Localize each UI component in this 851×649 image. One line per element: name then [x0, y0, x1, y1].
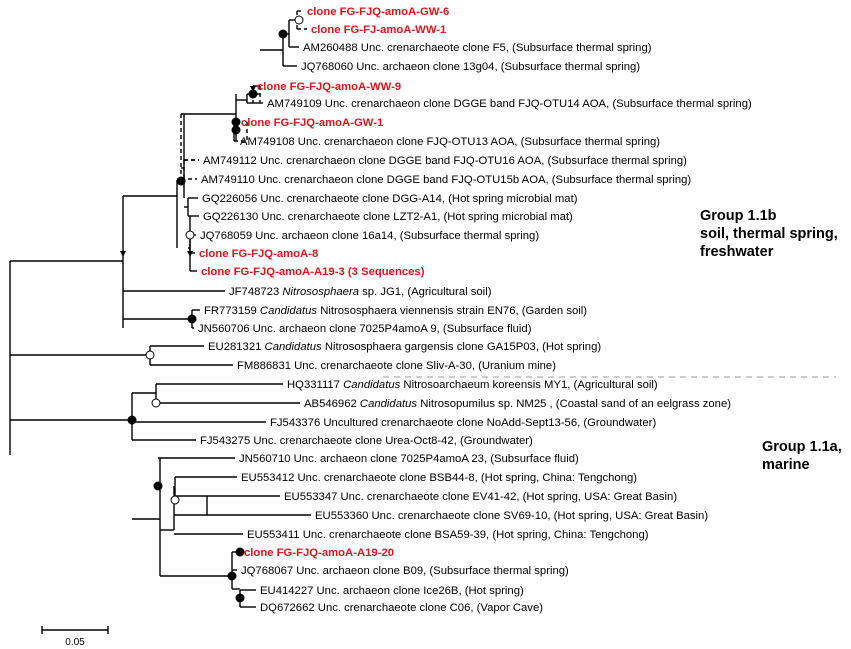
- tree-nodes: [120, 15, 304, 603]
- leaf-label: JQ768060 Unc. archaeon clone 13g04, (Sub…: [301, 61, 640, 73]
- leaf-label: FJ543275 Unc. crenarchaeote clone Urea-O…: [200, 435, 533, 447]
- bootstrap-node-filled: [235, 547, 245, 557]
- leaf-label: AM260488 Unc. crenarchaeote clone F5, (S…: [303, 42, 652, 54]
- leaf-label: FM886831 Unc. crenarchaeote clone Sliv-A…: [237, 360, 556, 372]
- leaf-label: EU553360 Unc. crenarchaeote clone SV69-1…: [315, 510, 708, 522]
- node-marker: [129, 420, 135, 426]
- leaf-label: AM749109 Unc. crenarchaeon clone DGGE ba…: [267, 98, 752, 110]
- bootstrap-node-open: [294, 15, 304, 25]
- leaf-label: FR773159 Candidatus Nitrososphaera vienn…: [204, 305, 587, 317]
- leaf-label: DQ672662 Unc. crenarchaeote clone C06, (…: [260, 602, 543, 614]
- leaf-label: AM749108 Unc. crenarchaeon clone FJQ-OTU…: [240, 136, 660, 148]
- group-1-1b-line-1: Group 1.1b: [700, 208, 777, 224]
- bootstrap-node-open: [185, 230, 195, 240]
- group-1-1a-label: Group 1.1a, marine: [762, 439, 842, 473]
- leaf-label: AM749110 Unc. crenarchaeon clone DGGE ba…: [201, 174, 691, 186]
- bootstrap-node-filled: [231, 117, 241, 127]
- scale-bar: 0.05: [41, 626, 109, 648]
- leaf-label: AB546962 Candidatus Nitrosopumilus sp. N…: [304, 398, 731, 410]
- leaf-labels: clone FG-FJQ-amoA-GW-6 clone FG-FJ-amoA-W…: [198, 6, 752, 614]
- leaf-label-study-clone: clone FG-FJQ-amoA-GW-1: [241, 117, 383, 129]
- leaf-label-study-clone: clone FG-FJQ-amoA-WW-9: [257, 81, 401, 93]
- leaf-label: JF748723 Nitrososphaera sp. JG1, (Agricu…: [229, 286, 492, 298]
- bootstrap-node-filled: [187, 314, 197, 324]
- bootstrap-node-filled: [227, 571, 237, 581]
- bootstrap-node-filled: [153, 481, 163, 491]
- leaf-label: JQ768067 Unc. archaeon clone B09, (Subsu…: [241, 565, 569, 577]
- bootstrap-node-open: [151, 398, 161, 408]
- bootstrap-node-filled: [235, 593, 245, 603]
- leaf-label: EU281321 Candidatus Nitrososphaera garge…: [208, 341, 601, 353]
- leaf-label: AM749112 Unc. crenarchaeon clone DGGE ba…: [203, 155, 687, 167]
- node-marker: [120, 251, 126, 257]
- leaf-label-study-clone: clone FG-FJQ-amoA-GW-6: [307, 6, 449, 18]
- bootstrap-node-open: [145, 350, 155, 360]
- leaf-label: GQ226056 Unc. crenarchaeote clone DGG-A1…: [202, 193, 578, 205]
- leaf-label: EU553347 Unc. crenarchaeote clone EV41-4…: [284, 491, 677, 503]
- leaf-label: FJ543376 Uncultured crenarchaeote clone …: [270, 417, 656, 429]
- group-1-1b-line-2: soil, thermal spring,: [700, 226, 838, 242]
- leaf-label: HQ331117 Candidatus Nitrosoarchaeum kore…: [287, 379, 658, 391]
- bootstrap-node-filled: [231, 125, 241, 135]
- bootstrap-node-filled: [176, 176, 186, 186]
- leaf-label: JQ768059 Unc. archaeon clone 16a14, (Sub…: [200, 230, 539, 242]
- bootstrap-node-open: [170, 495, 180, 505]
- group-1-1a-line-2: marine: [762, 457, 810, 473]
- leaf-label-study-clone: clone FG-FJQ-amoA-8: [199, 248, 318, 260]
- node-marker: [250, 86, 256, 92]
- leaf-label-study-clone: clone FG-FJQ-amoA-A19-20: [244, 547, 394, 559]
- scale-bar-label: 0.05: [65, 637, 85, 648]
- leaf-label: EU414227 Unc. archaeon clone Ice26B, (Ho…: [260, 585, 524, 597]
- leaf-label: GQ226130 Unc. crenarchaeote clone LZT2-A…: [203, 211, 573, 223]
- leaf-label: JN560710 Unc. archaeon clone 7025P4amoA …: [239, 453, 579, 465]
- leaf-label: JN560706 Unc. archaeon clone 7025P4amoA …: [198, 323, 532, 335]
- group-1-1b-line-3: freshwater: [700, 244, 774, 260]
- leaf-label: EU553411 Unc. crenarchaeote clone BSA59-…: [247, 529, 649, 541]
- leaf-label-study-clone: clone FG-FJ-amoA-WW-1: [311, 24, 446, 36]
- group-1-1a-line-1: Group 1.1a,: [762, 439, 842, 455]
- bootstrap-node-filled: [278, 29, 288, 39]
- leaf-label: EU553412 Unc. crenarchaeote clone BSB44-…: [241, 472, 637, 484]
- node-marker: [187, 251, 193, 257]
- group-1-1b-label: Group 1.1b soil, thermal spring, freshwa…: [700, 208, 838, 260]
- leaf-label-study-clone: clone FG-FJQ-amoA-A19-3 (3 Sequences): [201, 266, 425, 278]
